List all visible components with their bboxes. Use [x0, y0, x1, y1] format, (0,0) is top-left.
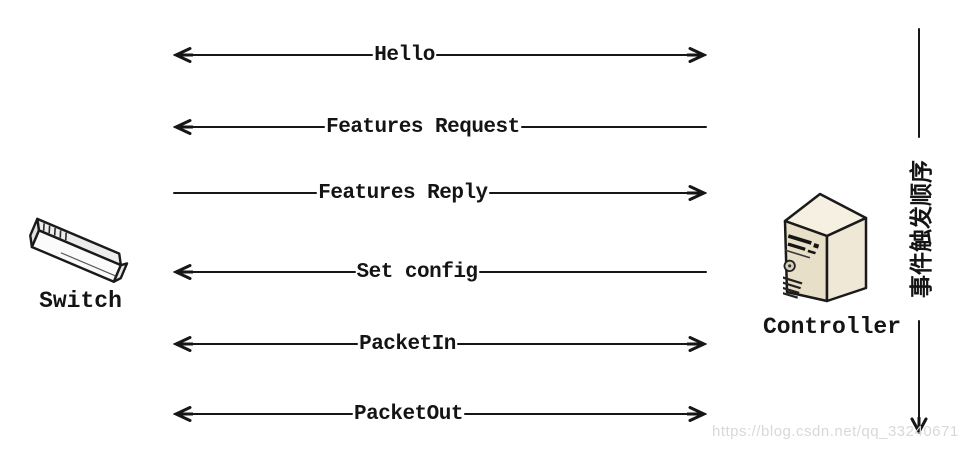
line-segment: [456, 342, 689, 346]
message-label: PacketOut: [354, 402, 463, 426]
message-label: PacketIn: [359, 332, 456, 356]
line-segment: [191, 270, 356, 274]
timeline-line: [917, 28, 921, 138]
line-segment: [520, 125, 707, 129]
message-label: Features Reply: [318, 181, 488, 205]
watermark-text: https://blog.csdn.net/qq_33240671: [712, 423, 959, 440]
event-order-label: 事件触发顺序: [905, 138, 935, 320]
switch-label: Switch: [39, 288, 122, 314]
line-segment: [191, 342, 359, 346]
timeline-line: [917, 320, 921, 419]
message-packet-in: PacketIn: [173, 331, 707, 357]
event-order-timeline: 事件触发顺序: [905, 28, 935, 434]
line-segment: [488, 191, 689, 195]
line-segment: [463, 412, 689, 416]
message-label: Set config: [356, 260, 479, 284]
line-segment: [173, 191, 318, 195]
message-features-reply: Features Reply: [173, 180, 707, 206]
event-order-label-text: 事件触发顺序: [908, 160, 935, 298]
line-segment: [191, 125, 326, 129]
controller-icon: [771, 191, 875, 318]
arrowhead-right-icon: [687, 184, 707, 202]
message-label: Hello: [374, 43, 435, 67]
arrowhead-right-icon: [687, 46, 707, 64]
arrowhead-left-icon: [173, 405, 193, 423]
arrowhead-right-icon: [687, 335, 707, 353]
arrowhead-down-icon: [909, 417, 929, 434]
message-label: Features Request: [326, 115, 520, 139]
arrowhead-left-icon: [173, 263, 193, 281]
line-segment: [191, 53, 374, 57]
message-hello: Hello: [173, 42, 707, 68]
switch-icon: [26, 206, 136, 295]
line-segment: [191, 412, 354, 416]
line-segment: [435, 53, 689, 57]
message-set-config: Set config: [173, 259, 707, 285]
line-segment: [478, 270, 707, 274]
arrowhead-left-icon: [173, 46, 193, 64]
arrowhead-right-icon: [687, 405, 707, 423]
message-features-request: Features Request: [173, 114, 707, 140]
arrowhead-left-icon: [173, 335, 193, 353]
message-packet-out: PacketOut: [173, 401, 707, 427]
controller-label: Controller: [762, 314, 902, 340]
arrowhead-left-icon: [173, 118, 193, 136]
